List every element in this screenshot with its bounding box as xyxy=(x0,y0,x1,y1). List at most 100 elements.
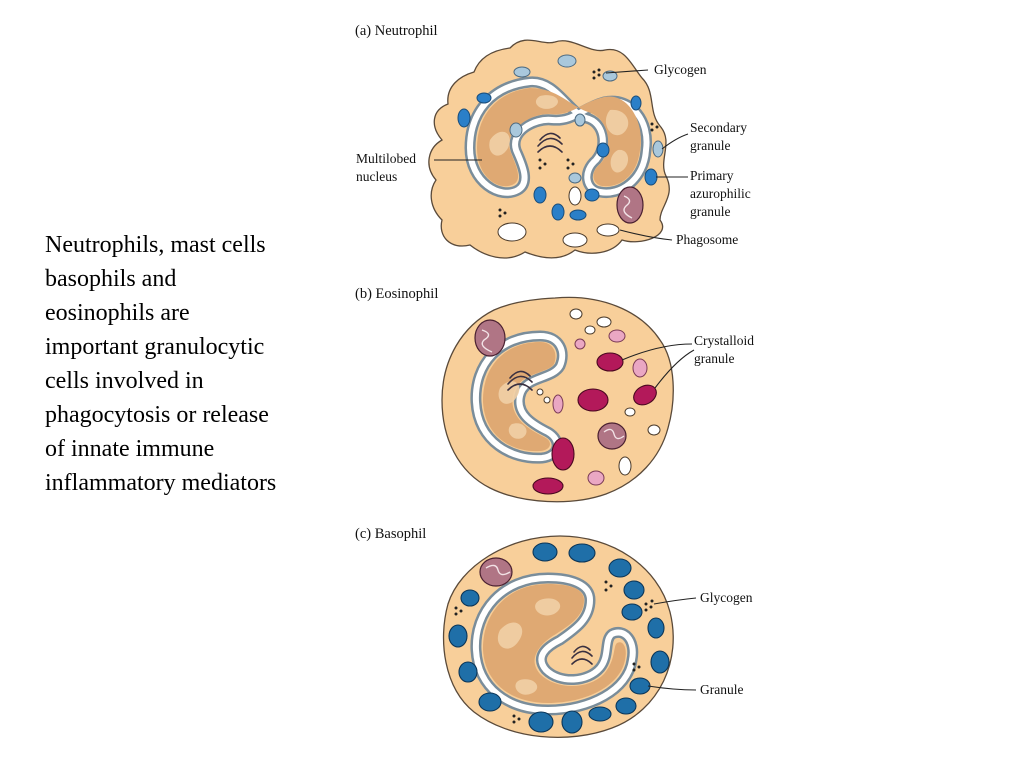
label-multilobed: Multilobed xyxy=(356,151,416,166)
neutrophil-chromatin xyxy=(610,149,629,173)
basophil-granule xyxy=(528,711,554,733)
label-basophil-glycogen: Glycogen xyxy=(700,590,753,605)
body-text-line: eosinophils are xyxy=(45,300,190,326)
basophil-granule xyxy=(568,543,596,563)
neutrophil-leader-secondary xyxy=(661,133,689,150)
label-primary: Primary xyxy=(690,168,734,183)
eosinophil-mitochondrion-cristae xyxy=(603,428,625,440)
eosinophil-crystalloid-granule xyxy=(633,384,657,406)
basophil-granule xyxy=(448,624,468,648)
basophil-granule xyxy=(588,706,612,722)
basophil-granule xyxy=(615,697,637,715)
body-text-line: inflammatory mediators xyxy=(45,470,277,496)
eosinophil-mitochondrion xyxy=(597,422,627,450)
eosinophil-golgi xyxy=(507,370,533,391)
eosinophil-mitochondrion-cristae xyxy=(481,329,493,353)
eosinophil-granule xyxy=(574,338,586,350)
basophil-granule xyxy=(629,677,651,695)
basophil-granule xyxy=(623,580,645,600)
basophil-nuclear-envelope-gap xyxy=(472,575,636,713)
eosinophil-granule xyxy=(608,329,626,343)
neutrophil-mitochondrion-cristae xyxy=(623,195,633,219)
neutrophil-primary-granule xyxy=(457,108,471,128)
eosinophil-title: (b) Eosinophil xyxy=(355,286,438,302)
neutrophil-primary-granule xyxy=(584,188,600,202)
body-text-line: important granulocytic xyxy=(45,334,265,360)
neutrophil-chromatin xyxy=(535,95,559,109)
eosinophil-crystalloid-granule xyxy=(596,352,624,372)
label-azurophilic: azurophilic xyxy=(690,186,751,201)
neutrophil-glycogen xyxy=(498,68,659,218)
neutrophil-phagosome xyxy=(497,222,527,242)
label-nucleus: nucleus xyxy=(356,169,397,184)
eosinophil-chromatin xyxy=(508,423,527,439)
eosinophil-granule xyxy=(632,358,648,378)
eosinophil-crystalloid-granule xyxy=(577,388,609,412)
eosinophil-granule xyxy=(587,470,605,486)
label-secondary-granule: granule xyxy=(690,138,730,153)
neutrophil-leader-glycogen xyxy=(605,69,649,74)
body-text-line: cells involved in xyxy=(45,368,204,394)
neutrophil-golgi xyxy=(537,132,563,153)
basophil-nucleus xyxy=(482,584,626,703)
neutrophil-panel: (a) Neutrophil xyxy=(355,23,751,259)
neutrophil-phagosome xyxy=(596,223,620,237)
body-text-line: basophils and xyxy=(45,266,177,292)
body-text: Neutrophils, mast cells basophils and eo… xyxy=(45,228,330,500)
body-text-line: Neutrophils, mast cells xyxy=(45,232,266,258)
eosinophil-vesicle xyxy=(618,456,632,476)
neutrophil-primary-granule xyxy=(551,203,565,221)
neutrophil-mitochondrion xyxy=(616,186,644,224)
neutrophil-title: (a) Neutrophil xyxy=(355,23,438,39)
eosinophil-mitochondrion xyxy=(474,319,506,357)
basophil-granule xyxy=(608,558,632,578)
eosinophil-crystalloid-granule xyxy=(532,477,564,495)
label-secondary: Secondary xyxy=(690,120,747,135)
neutrophil-secondary-granule xyxy=(652,140,664,158)
basophil-granule xyxy=(561,710,583,734)
basophil-leader-glycogen xyxy=(653,597,697,605)
basophil-mitochondrion xyxy=(479,557,513,587)
neutrophil-primary-granule xyxy=(569,209,587,221)
basophil-granule xyxy=(647,617,665,639)
eosinophil-vesicle xyxy=(596,316,612,328)
body-text-line: phagocytosis or release xyxy=(45,402,269,428)
label-crystalloid-granule: granule xyxy=(694,351,734,366)
eosinophil-nucleus xyxy=(482,342,556,452)
eosinophil-nuclear-envelope-gap xyxy=(472,333,566,462)
body-text-line: of innate immune xyxy=(45,436,215,462)
label-primary-granule: granule xyxy=(690,204,730,219)
neutrophil-secondary-granule xyxy=(509,122,523,138)
basophil-granule xyxy=(460,589,480,607)
eosinophil-vesicle xyxy=(536,388,544,396)
neutrophil-chromatin xyxy=(489,131,510,156)
neutrophil-primary-granule xyxy=(644,168,658,186)
eosinophil-crystalloid-granule xyxy=(551,437,575,471)
neutrophil-primary-granule xyxy=(476,92,492,104)
label-phagosome: Phagosome xyxy=(676,232,738,247)
eosinophil-chromatin xyxy=(498,381,520,404)
eosinophil-granule xyxy=(552,394,564,414)
neutrophil-secondary-granule xyxy=(513,66,531,78)
basophil-glycogen xyxy=(454,580,654,724)
eosinophil-leader-crystalloid-1 xyxy=(621,343,693,361)
label-basophil-granule: Granule xyxy=(700,682,743,697)
eosinophil-vesicle xyxy=(624,407,636,417)
eosinophil-panel: (b) Eosinophil Cr xyxy=(355,286,754,503)
basophil-title: (c) Basophil xyxy=(355,526,426,542)
eosinophil-leader-crystalloid-2 xyxy=(654,349,695,389)
neutrophil-primary-granule xyxy=(533,186,547,204)
neutrophil-leader-phagosome xyxy=(619,229,673,241)
neutrophil-phagosome xyxy=(568,186,582,206)
basophil-chromatin xyxy=(515,679,538,695)
basophil-chromatin xyxy=(535,598,561,616)
eosinophil-vesicle xyxy=(543,396,551,404)
basophil-granule xyxy=(532,542,558,562)
neutrophil-secondary-granule xyxy=(574,113,586,127)
label-glycogen: Glycogen xyxy=(654,62,707,77)
label-crystalloid: Crystalloid xyxy=(694,333,754,348)
basophil-granule xyxy=(458,661,478,683)
basophil-mitochondrion-cristae xyxy=(485,564,511,576)
basophil-granule xyxy=(621,603,643,621)
